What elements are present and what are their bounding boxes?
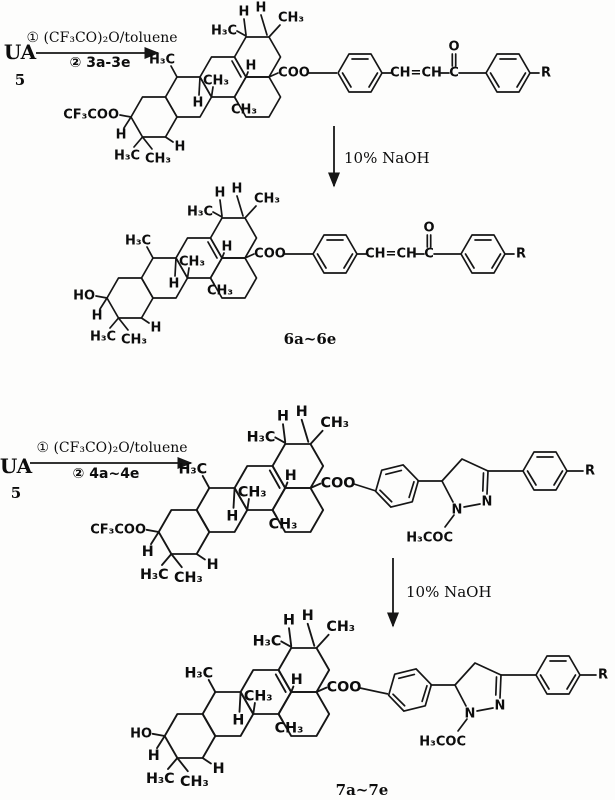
reactant-number: 5: [11, 484, 21, 502]
structure-4-product-7: HO 7a~7e: [130, 607, 608, 799]
structure-3: CF₃COO: [90, 403, 595, 588]
step2-conditions: ② 3a-3e: [70, 55, 131, 71]
step2-conditions: ② 4a~4e: [73, 466, 140, 482]
product-7-label: 7a~7e: [336, 781, 389, 799]
reactant-ua-label: UA: [0, 454, 33, 478]
hydroxyl-label: HO: [130, 727, 152, 742]
step1-conditions: ① (CF₃CO)₂O/toluene: [36, 440, 187, 456]
ester-bond: [353, 483, 377, 492]
hydrolysis-2: 10% NaOH: [387, 558, 492, 628]
structure-2-product-6: HO 6a~6e: [73, 180, 526, 349]
cf3-ester-label: CF₃COO: [90, 523, 146, 538]
reaction-1-conditions: UA 5 ① (CF₃CO)₂O/toluene ② 3a-3e: [4, 30, 178, 89]
naoh-label: 10% NaOH: [406, 583, 492, 601]
naoh-label: 10% NaOH: [344, 149, 430, 167]
hydroxyl-label: HO: [73, 289, 95, 304]
hydrolysis-1: 10% NaOH: [328, 126, 430, 188]
reactant-number: 5: [15, 71, 25, 89]
cf3-ester-label: CF₃COO: [63, 108, 119, 123]
structure-1: CF₃COO: [63, 0, 551, 168]
product-6-label: 6a~6e: [284, 330, 337, 348]
reaction-2-conditions: UA 5 ① (CF₃CO)₂O/toluene ② 4a~4e: [0, 440, 193, 502]
step1-conditions: ① (CF₃CO)₂O/toluene: [26, 30, 177, 46]
reactant-ua-label: UA: [4, 40, 37, 64]
ester-bond: [359, 687, 389, 695]
